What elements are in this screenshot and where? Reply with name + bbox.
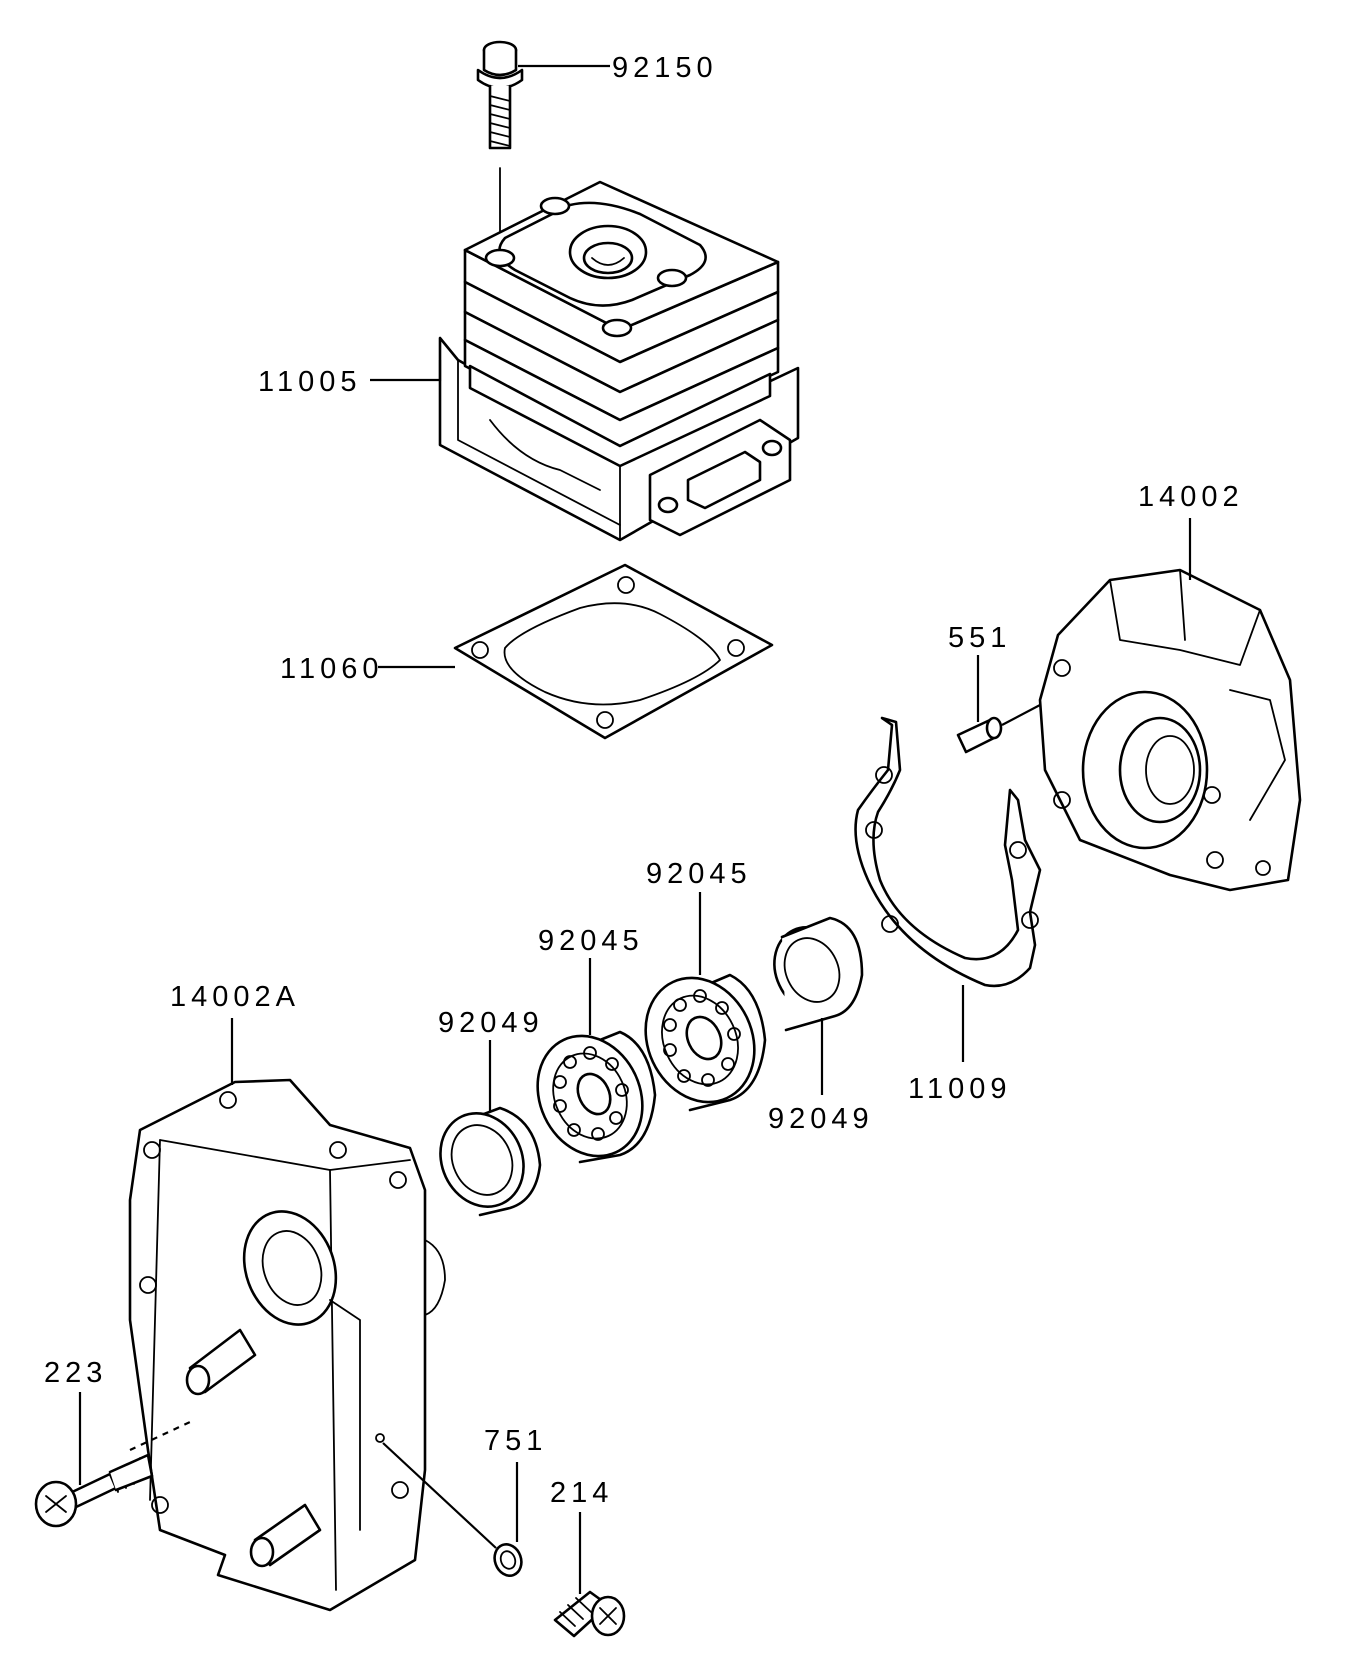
screw-icon — [553, 1590, 626, 1638]
dowel-pin-icon — [956, 704, 1041, 754]
screw-icon — [34, 1421, 191, 1528]
callout-92049-right: 92049 — [768, 1103, 874, 1135]
callout-214: 214 — [550, 1477, 613, 1509]
washer-icon — [382, 1442, 523, 1577]
oil-seal-icon — [773, 916, 864, 1032]
callout-14002A: 14002A — [170, 981, 300, 1013]
ball-bearing-icon — [644, 973, 767, 1112]
callout-223: 223 — [44, 1357, 107, 1389]
ball-bearing-icon — [536, 1030, 657, 1164]
callout-751: 751 — [484, 1425, 547, 1457]
callout-551: 551 — [948, 622, 1011, 654]
callout-92150: 92150 — [612, 52, 718, 84]
callout-92045-upper: 92045 — [646, 858, 752, 890]
gasket-icon — [854, 716, 1042, 988]
crankcase-icon — [1038, 568, 1302, 892]
callout-11005: 11005 — [258, 366, 362, 398]
gasket-icon — [453, 563, 774, 740]
callout-labels: 92150 11005 11060 14002 551 92045 92045 … — [44, 52, 1244, 1509]
callout-92049-left: 92049 — [438, 1007, 544, 1039]
engine-cylinder-icon — [438, 180, 800, 542]
bolt-icon — [476, 40, 524, 259]
leader-lines — [78, 64, 1192, 1594]
callout-11009: 11009 — [908, 1073, 1012, 1105]
callout-14002: 14002 — [1138, 481, 1244, 513]
callout-92045-lower: 92045 — [538, 925, 644, 957]
oil-seal-icon — [439, 1106, 542, 1217]
callout-11060: 11060 — [280, 653, 384, 685]
crankcase-icon — [128, 1078, 446, 1612]
